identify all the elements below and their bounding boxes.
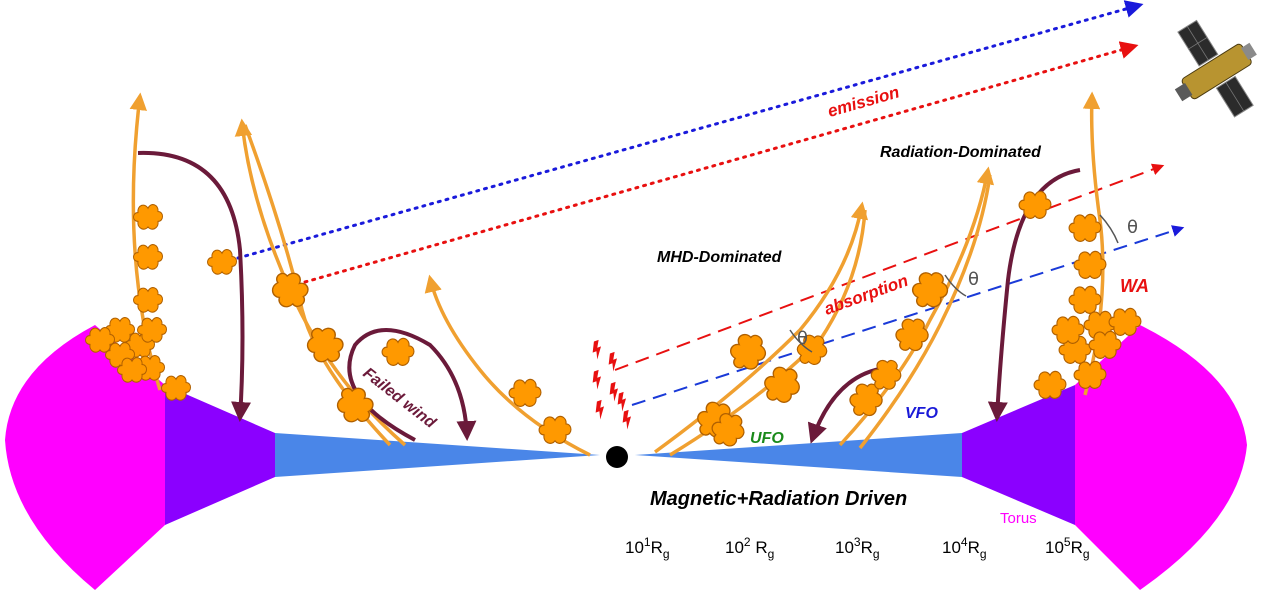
disk-left: [275, 433, 600, 477]
lightning-group: [592, 339, 632, 430]
vfo-label: VFO: [905, 405, 938, 422]
cloud: [1073, 250, 1107, 279]
lightning-icon: [609, 381, 619, 402]
cloud: [306, 327, 344, 363]
lightning-icon: [622, 409, 632, 430]
theta-arc-2: [944, 274, 967, 297]
cloud: [1108, 307, 1142, 336]
wa-label: WA: [1120, 276, 1149, 296]
lightning-icon: [592, 369, 602, 390]
cloud: [1018, 190, 1052, 219]
failed-arrow-left: [137, 150, 252, 422]
right-torus-inner: [962, 385, 1075, 525]
cloud: [1068, 213, 1102, 242]
cloud: [895, 318, 929, 352]
cloud: [207, 249, 237, 275]
right-torus: [962, 325, 1247, 590]
cloud: [911, 272, 949, 308]
theta-arcs: [789, 214, 1119, 353]
cloud: [381, 337, 415, 366]
streamline-2: [234, 118, 407, 447]
diagram-title: Magnetic+Radiation Driven: [650, 488, 907, 510]
mhd-dominated-label: MHD-Dominated: [657, 249, 783, 266]
cloud: [1051, 315, 1085, 344]
cloud: [849, 383, 883, 417]
cloud: [508, 378, 542, 407]
accretion-disk: [275, 433, 962, 477]
cloud: [85, 327, 115, 353]
cloud: [1088, 330, 1122, 359]
scale-tick-label: 105Rg: [1045, 535, 1090, 561]
cloud: [271, 272, 309, 308]
cloud: [1033, 370, 1067, 399]
scale-tick-label: 104Rg: [942, 535, 987, 561]
absorption-lines: [614, 163, 1185, 406]
left-torus-outer: [5, 325, 165, 590]
cloud: [764, 366, 800, 403]
cloud: [1058, 335, 1092, 364]
lightning-icon: [592, 339, 602, 360]
theta-label-1: θ: [797, 328, 808, 349]
black-hole-icon: [606, 446, 628, 468]
streamline-5: [653, 201, 869, 454]
cloud: [133, 287, 163, 313]
cloud: [336, 387, 374, 423]
cloud: [711, 413, 745, 447]
left-torus-inner: [165, 385, 275, 525]
scale-tick-label: 102 Rg: [725, 535, 774, 561]
absorption-blue-line: [631, 225, 1185, 406]
absorption-red-line: [614, 163, 1165, 371]
emission-red-line: [303, 41, 1139, 284]
theta-label-3: θ: [1127, 217, 1138, 238]
cloud-group: [85, 190, 1142, 447]
cloud: [133, 204, 163, 230]
cloud: [137, 317, 167, 343]
emission-blue-line: [236, 0, 1144, 260]
radiation-dominated-label: Radiation-Dominated: [880, 144, 1042, 161]
lightning-icon: [617, 391, 627, 412]
scale-tick-label: 103Rg: [835, 535, 880, 561]
lightning-icon: [608, 351, 618, 372]
cloud: [796, 334, 828, 365]
cloud: [117, 357, 147, 383]
cloud: [538, 415, 572, 444]
disk-right: [635, 433, 962, 477]
cloud: [729, 333, 767, 370]
emission-lines: [236, 0, 1144, 284]
satellite-icon: [1174, 19, 1257, 118]
streamline-8: [858, 174, 992, 450]
streamline-3: [243, 124, 392, 447]
theta-arc-3: [1099, 214, 1119, 244]
lightning-icon: [595, 399, 605, 420]
left-torus: [5, 325, 275, 590]
theta-label-2: θ: [968, 269, 979, 290]
cloud: [1073, 360, 1107, 389]
cloud: [1068, 285, 1102, 314]
scale-tick-label: 101Rg: [625, 535, 670, 561]
torus-label: Torus: [1000, 510, 1037, 527]
failed-arrow-right: [987, 168, 1081, 422]
right-torus-outer: [1075, 325, 1247, 590]
streamline-1: [129, 92, 162, 391]
cloud: [133, 244, 163, 270]
cloud: [161, 375, 191, 401]
cloud: [870, 359, 902, 390]
theta-arc-1: [789, 329, 813, 353]
ufo-label: UFO: [750, 430, 784, 447]
radius-scale: 101Rg 102 Rg 103Rg 104Rg 105Rg: [625, 535, 1090, 561]
